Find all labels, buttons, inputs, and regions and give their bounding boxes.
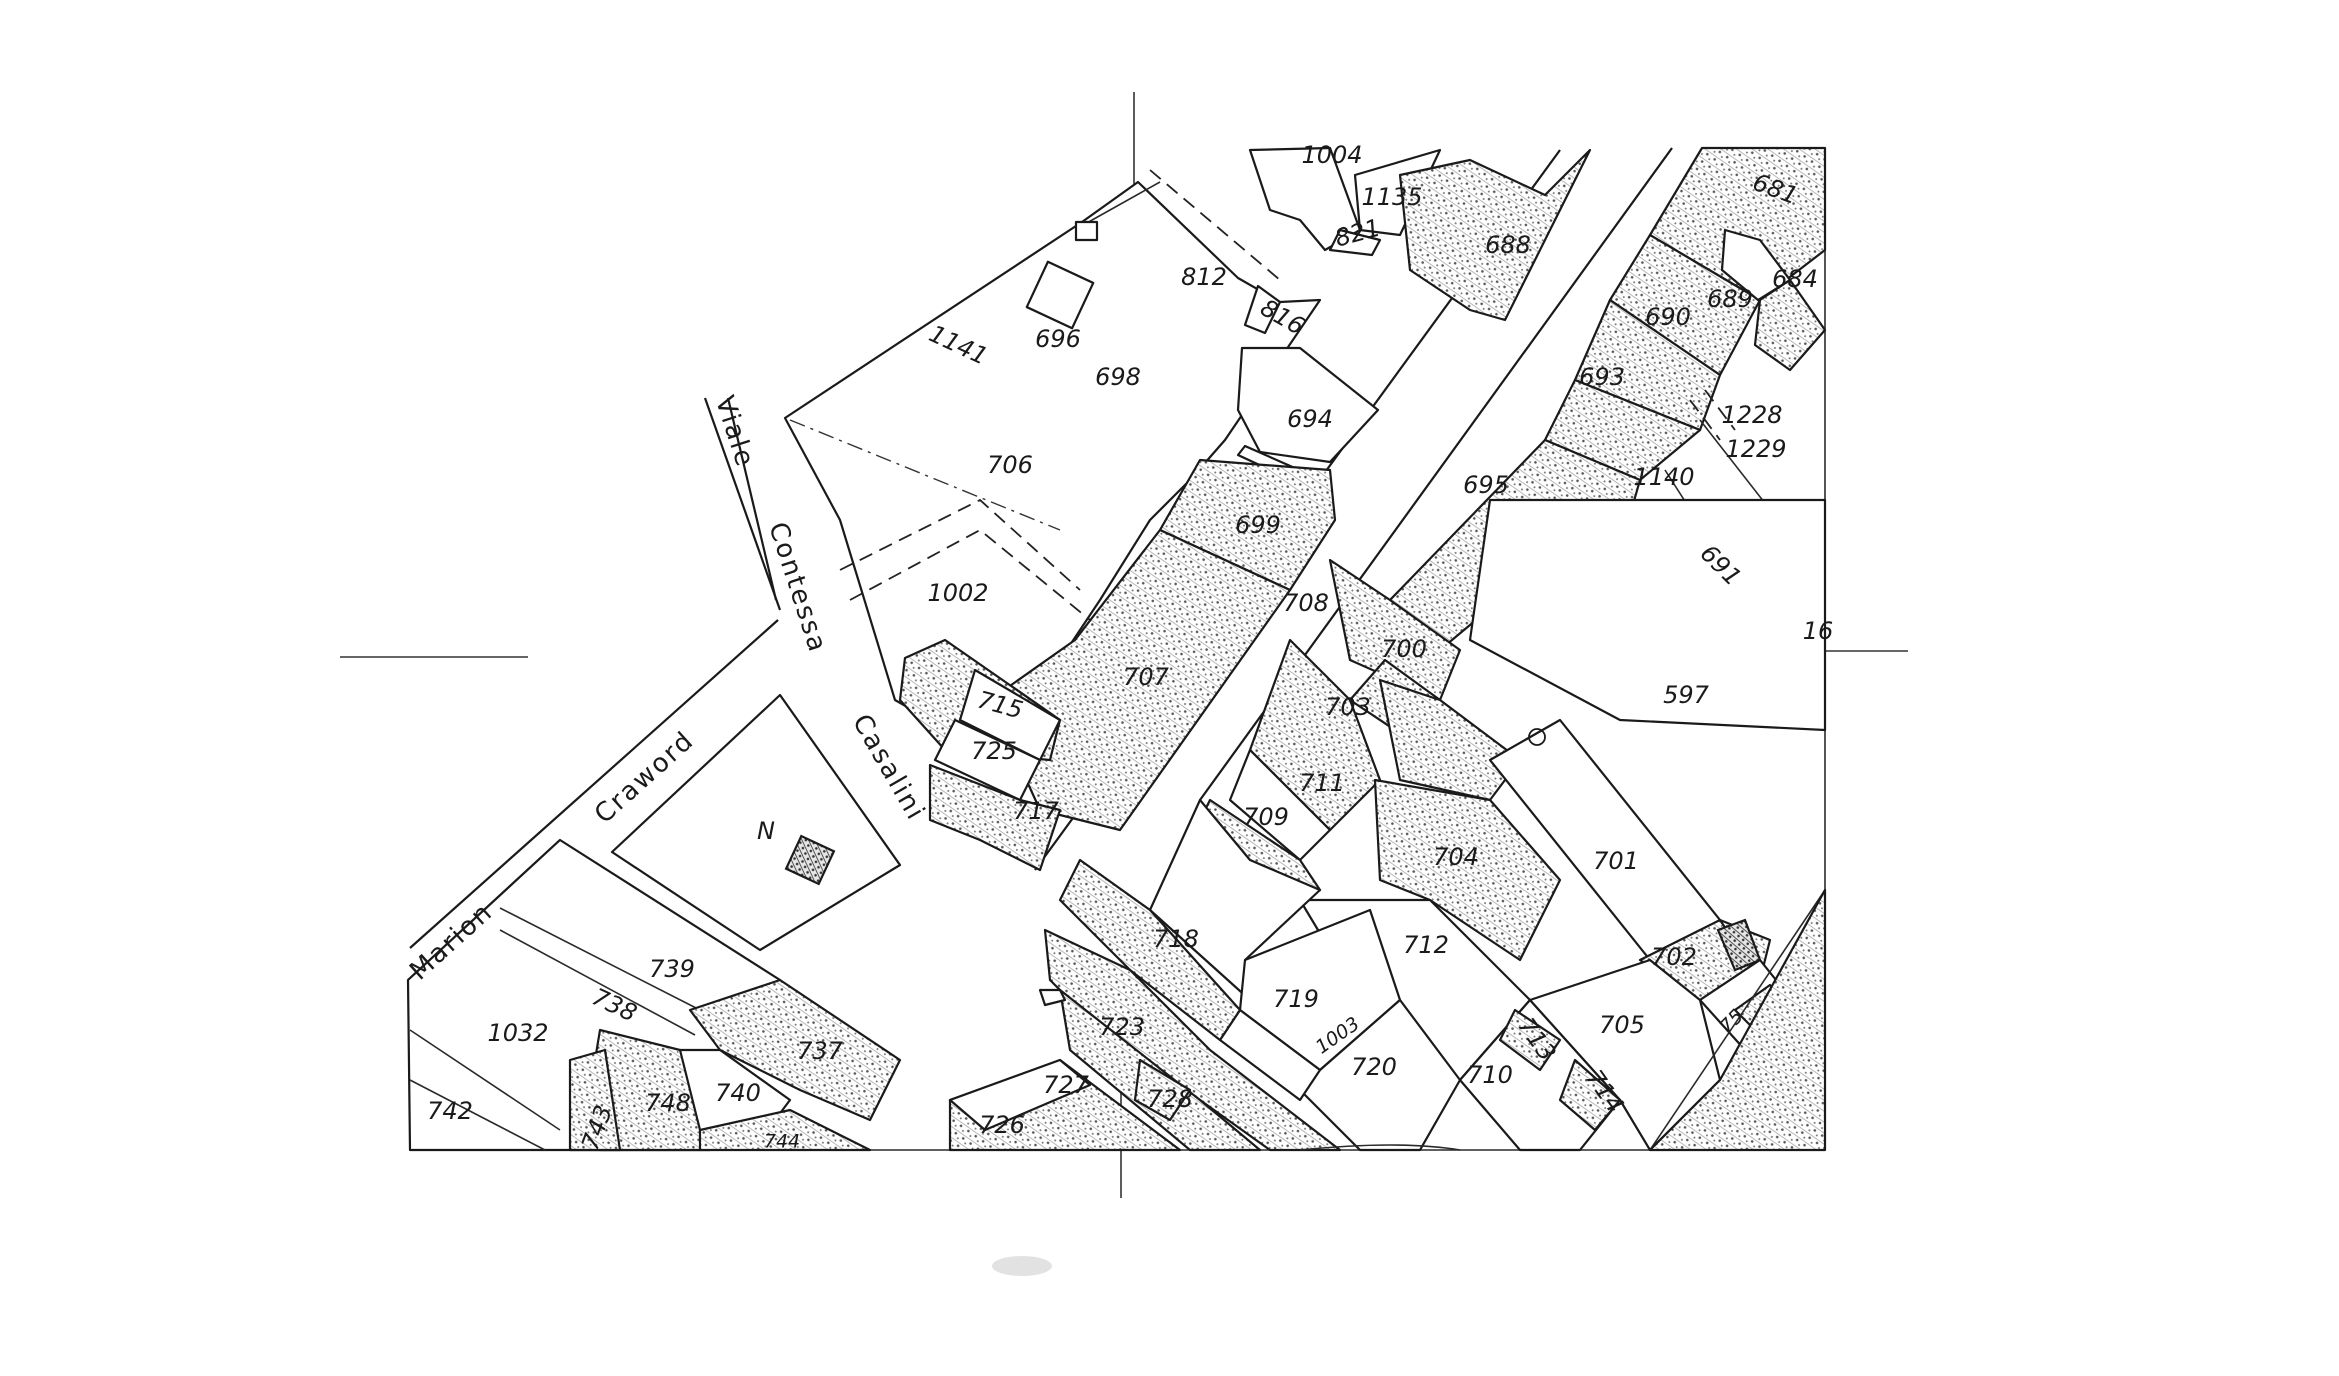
north-marker: N — [757, 817, 775, 845]
parcel-label: 700 — [1381, 635, 1427, 663]
parcel-label: 1002 — [927, 579, 988, 607]
parcel-label: 684 — [1772, 265, 1818, 293]
parcel-numbers: 1004 1135 821 688 681 684 689 690 693 12… — [427, 141, 1833, 1154]
parcel-label: 1140 — [1633, 463, 1694, 491]
parcel-label: 710 — [1467, 1061, 1513, 1089]
parcel-label: 688 — [1485, 231, 1531, 259]
parcel-label: 723 — [1099, 1013, 1145, 1041]
parcel-label: 1228 — [1721, 401, 1782, 429]
parcel-label: 717 — [1013, 797, 1060, 825]
parcel-label: 701 — [1593, 847, 1639, 875]
parcel-label: 1032 — [487, 1019, 548, 1047]
east-parcels — [1158, 498, 1827, 1152]
parcel-label: 737 — [797, 1037, 844, 1065]
parcel-label: 1135 — [1361, 183, 1422, 211]
parcel-label: 690 — [1645, 303, 1691, 331]
parcel-label: 706 — [987, 451, 1033, 479]
paper-smudge — [992, 1256, 1052, 1276]
parcel-label: 693 — [1579, 363, 1625, 391]
parcel-label: 1004 — [1301, 141, 1362, 169]
northwest-parcels — [783, 169, 1380, 872]
parcel-label: 703 — [1325, 693, 1371, 721]
parcel-label: 742 — [427, 1097, 473, 1125]
parcel-label: 689 — [1707, 285, 1753, 313]
parcel-label: 740 — [715, 1079, 761, 1107]
parcel-label: 709 — [1243, 803, 1289, 831]
parcel-label: 719 — [1273, 985, 1319, 1013]
parcel-label: 704 — [1433, 843, 1479, 871]
parcel-label: 16 — [1803, 617, 1834, 645]
parcel-label: 699 — [1235, 511, 1281, 539]
parcel-label: 739 — [649, 955, 695, 983]
parcel-label: 727 — [1043, 1071, 1090, 1099]
parcel-label: 1229 — [1725, 435, 1786, 463]
parcel-label: 812 — [1181, 263, 1227, 291]
parcel-label: 720 — [1351, 1053, 1397, 1081]
southwest-block — [406, 693, 902, 1152]
parcel-label: 702 — [1651, 943, 1697, 971]
parcel-label: 707 — [1123, 663, 1170, 691]
parcel-label: 696 — [1035, 325, 1081, 353]
parcel-label: 726 — [979, 1111, 1025, 1139]
parcel-label: 708 — [1283, 589, 1329, 617]
parcel-label: 711 — [1299, 769, 1345, 797]
parcel-label: 705 — [1599, 1011, 1645, 1039]
parcel-label: 748 — [645, 1089, 691, 1117]
parcel-label: 712 — [1403, 931, 1449, 959]
parcel-label: 597 — [1663, 681, 1710, 709]
parcel-label: 694 — [1287, 405, 1333, 433]
parcel-label: 725 — [971, 737, 1017, 765]
survey-point-marker — [1528, 728, 1546, 746]
parcel-label: 744 — [764, 1131, 800, 1153]
parcel-label: 718 — [1153, 925, 1199, 953]
south-parcels — [948, 798, 1462, 1152]
parcel-label: 728 — [1147, 1085, 1193, 1113]
parcel-label: 695 — [1463, 471, 1509, 499]
parcel-label: 698 — [1095, 363, 1141, 391]
